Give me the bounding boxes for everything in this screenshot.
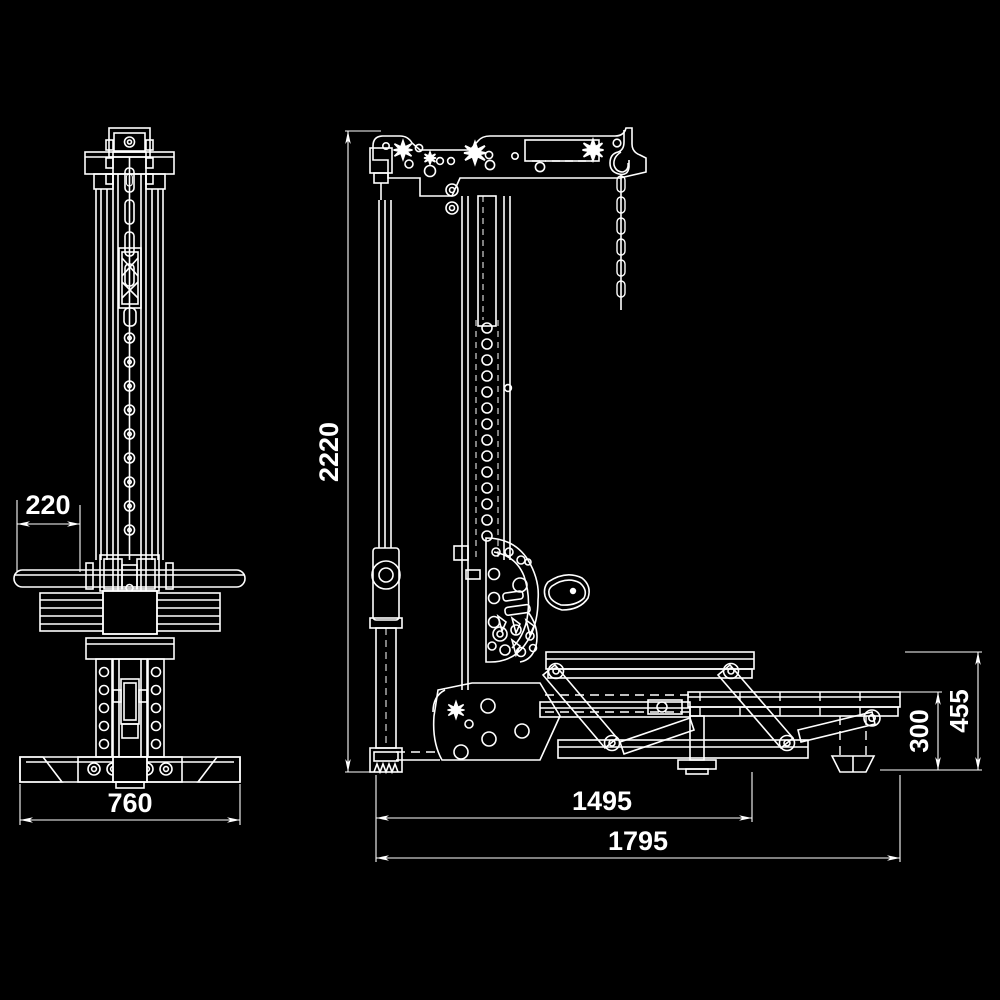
dim-1495 (375, 772, 753, 822)
lower-hole-column-right (150, 666, 162, 750)
dim-2220 (345, 130, 381, 773)
side-right-foot (830, 716, 876, 773)
side-gas-strut (369, 547, 403, 775)
dim-value-1795: 1795 (608, 826, 668, 856)
front-base-foot (19, 756, 241, 789)
side-base-plate (432, 682, 561, 761)
adjuster-hole-cluster (487, 613, 538, 658)
dim-455 (880, 651, 982, 771)
handle-eye (543, 574, 590, 611)
hook-and-chain (609, 130, 630, 310)
dim-value-2220: 2220 (314, 422, 344, 482)
side-pivot-head-assembly (485, 537, 590, 663)
dim-value-1495: 1495 (572, 786, 632, 816)
side-center-pedestal (647, 699, 717, 775)
front-post-hole-rows (123, 332, 136, 536)
front-carriage (99, 554, 160, 593)
side-view-geometry (369, 127, 901, 775)
lower-hole-column-left (98, 666, 110, 750)
dim-1795 (375, 775, 901, 862)
dimension-values: 220 760 2220 1495 1795 300 455 (25, 422, 974, 856)
star-icon (463, 141, 487, 165)
side-lower-frame-rails (396, 701, 809, 761)
front-view-geometry (13, 127, 246, 789)
star-icon (446, 700, 466, 720)
dim-760 (19, 784, 241, 825)
column-hole-stack (481, 322, 493, 542)
side-front-guide-rail (378, 200, 392, 548)
dim-value-220: 220 (25, 490, 70, 520)
hole-column (123, 332, 136, 536)
side-backrest-pad (545, 651, 755, 679)
front-weight-rails (39, 590, 221, 635)
hook-icon (609, 130, 630, 176)
dim-value-760: 760 (107, 788, 152, 818)
dim-value-300: 300 (904, 709, 934, 752)
star-icon (392, 139, 414, 161)
front-chain-assembly (118, 157, 142, 560)
dim-value-455: 455 (944, 689, 974, 732)
front-lower-frame (85, 637, 175, 758)
star-icon (423, 151, 437, 165)
front-outer-posts (95, 189, 164, 560)
chain-icon (616, 174, 626, 310)
side-main-column (453, 195, 513, 690)
front-center-column (112, 174, 147, 630)
side-top-boom (369, 127, 647, 215)
dimension-annotations (16, 130, 982, 862)
star-icon (581, 138, 605, 162)
front-handle-bar (13, 562, 246, 590)
dim-220 (16, 500, 81, 572)
